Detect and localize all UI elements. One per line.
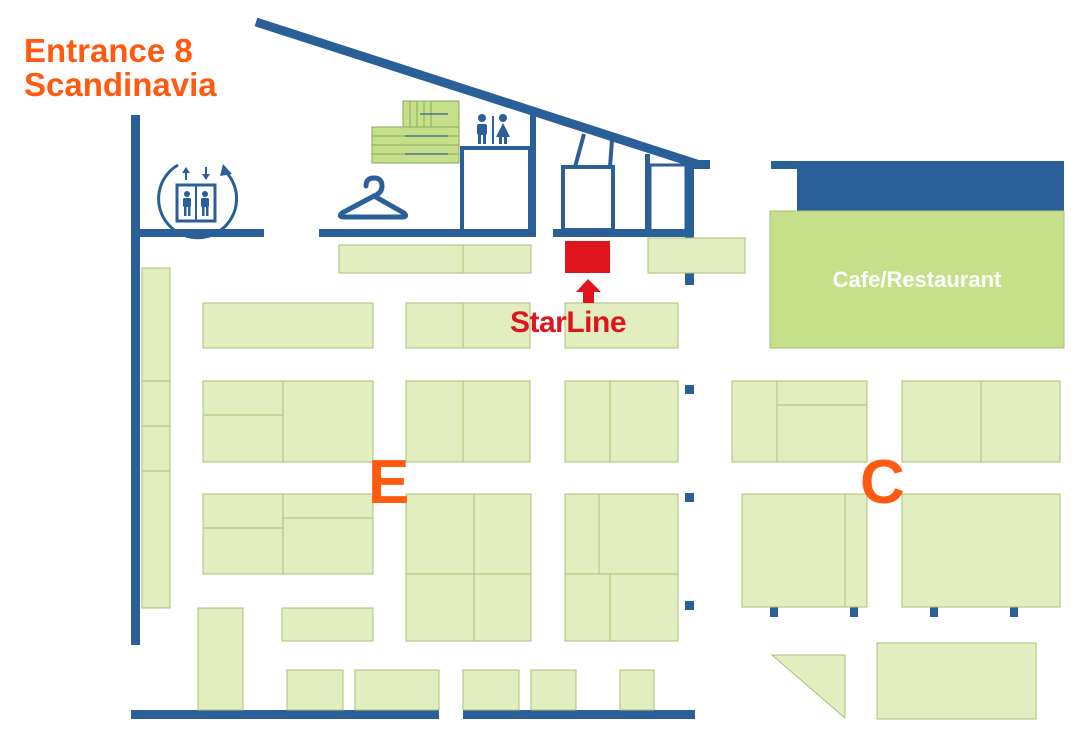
wall-bottom-middle [463, 710, 695, 719]
booth[interactable] [530, 669, 577, 711]
service-room-1 [460, 146, 532, 234]
booth[interactable] [405, 493, 475, 575]
booth[interactable] [564, 493, 600, 575]
booths-hall-c [731, 210, 1065, 720]
booth[interactable] [844, 493, 868, 608]
booth[interactable] [901, 380, 982, 463]
restroom-icon [477, 114, 510, 144]
service-room-2-edge-b [608, 139, 614, 168]
booth[interactable] [741, 493, 846, 608]
booth[interactable] [282, 493, 374, 519]
booth[interactable] [564, 573, 611, 642]
wall-diagonal-end [690, 160, 710, 169]
booth[interactable] [462, 302, 531, 349]
booth[interactable] [405, 573, 475, 642]
clothes-hanger-icon [337, 175, 409, 220]
booth[interactable] [405, 380, 464, 463]
booth[interactable] [647, 237, 746, 274]
wall-hall-c-top [771, 161, 1064, 169]
booth[interactable] [462, 669, 520, 711]
booth[interactable] [980, 380, 1061, 463]
booth[interactable] [901, 493, 1061, 608]
pillar-6 [930, 607, 938, 617]
service-room-2-edge-a [573, 133, 586, 168]
wall-diagonal [254, 17, 702, 170]
service-room-2 [561, 165, 615, 232]
booth[interactable] [286, 669, 344, 711]
booth[interactable] [202, 527, 284, 575]
starline-brand-label: StarLine [510, 306, 627, 339]
booth[interactable] [282, 380, 374, 463]
wall-v3 [645, 154, 650, 236]
booth[interactable] [202, 414, 284, 463]
booth[interactable] [462, 380, 531, 463]
stairs-icon [371, 100, 460, 164]
booth-starline[interactable] [564, 302, 679, 349]
pillar-4 [770, 607, 778, 617]
booth[interactable] [281, 607, 374, 642]
booth[interactable] [564, 380, 611, 463]
service-room-3 [648, 163, 688, 234]
booth[interactable] [776, 404, 868, 463]
wall-top-left [131, 229, 264, 237]
booth[interactable] [141, 380, 171, 427]
booth[interactable] [202, 302, 374, 349]
pillar-3 [685, 601, 694, 610]
booth[interactable] [202, 493, 284, 529]
booth[interactable] [354, 669, 440, 711]
wall-top-right [553, 229, 691, 237]
pillar-2 [685, 493, 694, 502]
starline-booth-highlight[interactable] [565, 241, 610, 273]
elevator-icon [157, 163, 239, 240]
wall-v-right [685, 163, 694, 285]
pillar-7 [1010, 607, 1018, 617]
pillar-1 [685, 385, 694, 394]
booth[interactable] [462, 244, 532, 274]
pillar-5 [850, 607, 858, 617]
wall-left [131, 115, 140, 645]
booth[interactable] [876, 642, 1037, 720]
booth[interactable] [619, 669, 655, 711]
booth[interactable] [141, 267, 171, 382]
wall-v1 [530, 113, 536, 237]
booth[interactable] [141, 470, 171, 609]
arrow-up-icon [576, 279, 601, 303]
booth[interactable] [197, 607, 244, 711]
booth[interactable] [770, 654, 846, 720]
booth[interactable] [731, 380, 778, 463]
wall-bottom-left [131, 710, 439, 719]
booth[interactable] [609, 573, 679, 642]
entrance-name: Entrance 8 [24, 32, 193, 69]
starline-marker [565, 241, 610, 303]
booth[interactable] [282, 517, 374, 575]
hall-e-label: E [368, 448, 410, 517]
booth[interactable] [473, 493, 532, 575]
booths-hall-e [141, 237, 746, 711]
walls [131, 17, 1064, 719]
booth[interactable] [202, 380, 284, 416]
entrance-title: Entrance 8 Scandinavia [24, 34, 217, 102]
wall-top-middle [319, 229, 533, 237]
entrance-region: Scandinavia [24, 66, 217, 103]
booth[interactable] [141, 425, 171, 472]
booth[interactable] [405, 302, 464, 349]
booth[interactable] [609, 380, 679, 463]
wall-hall-c-band [797, 169, 1064, 211]
cafe-restaurant-area[interactable] [769, 210, 1065, 349]
booth[interactable] [598, 493, 679, 575]
cafe-restaurant-label: Cafe/Restaurant [832, 267, 1002, 292]
hall-c-label: C [860, 448, 905, 517]
booth[interactable] [776, 380, 868, 406]
booth[interactable] [473, 573, 532, 642]
booth[interactable] [338, 244, 464, 274]
